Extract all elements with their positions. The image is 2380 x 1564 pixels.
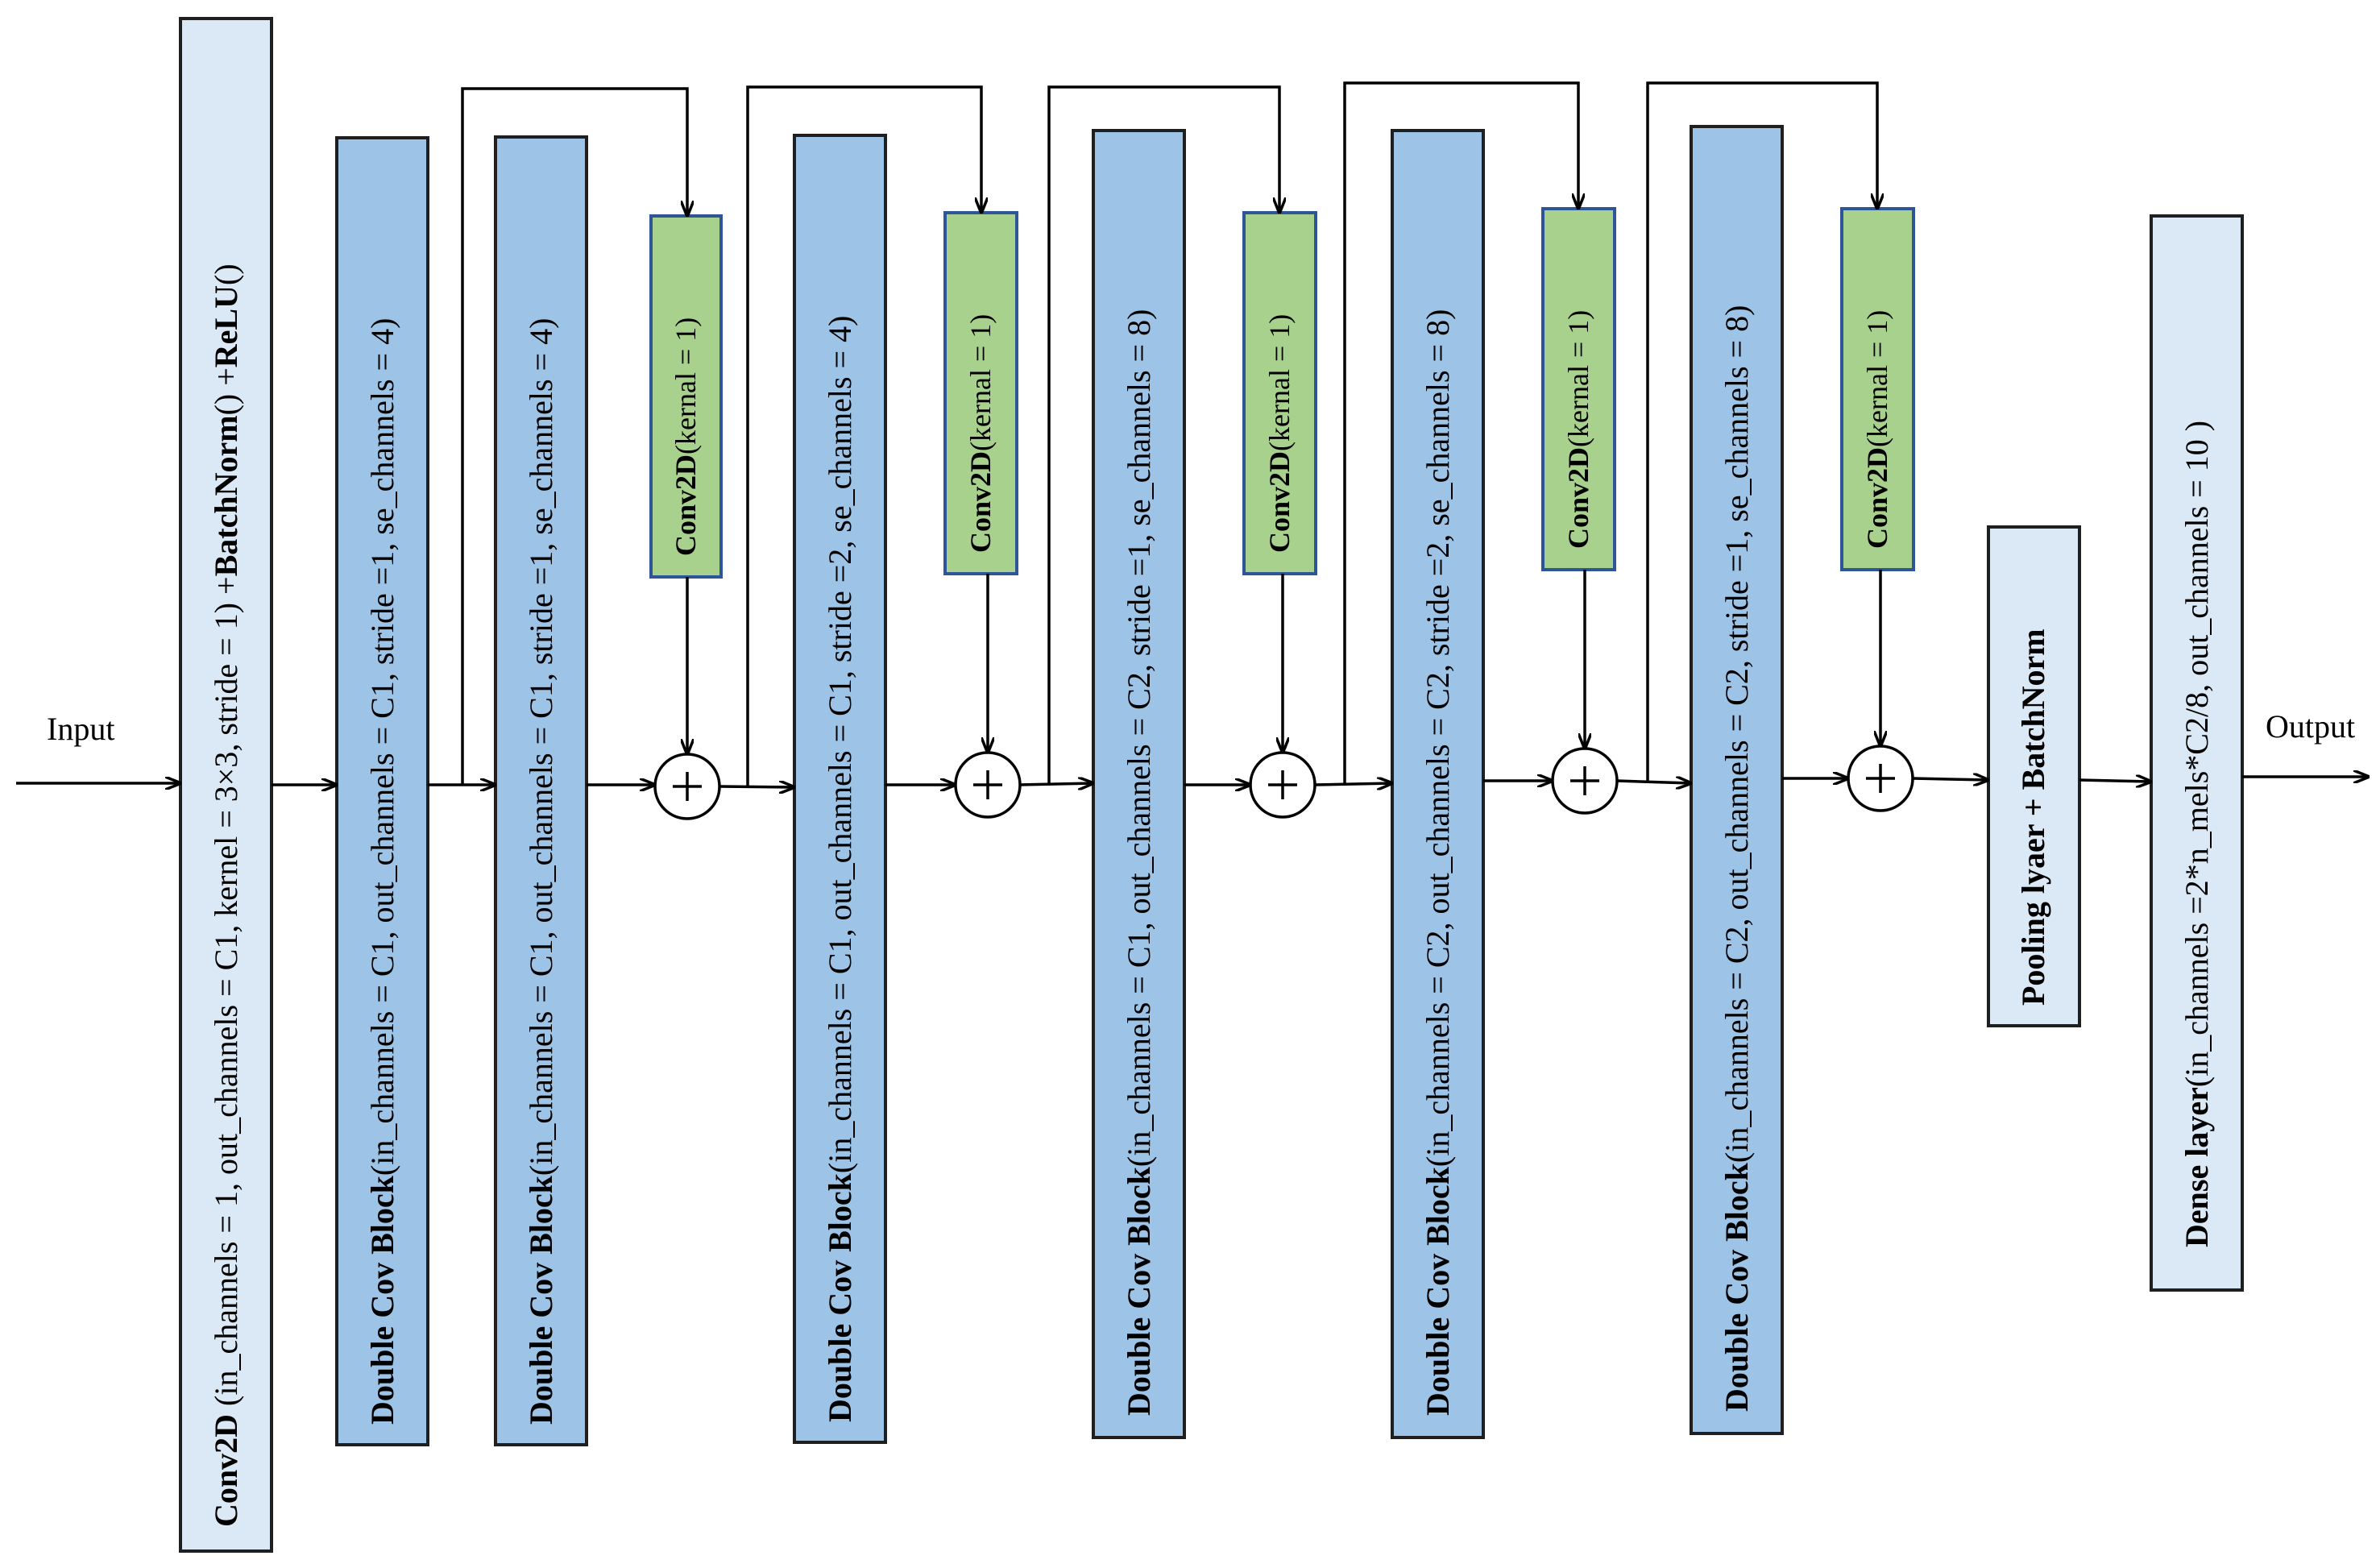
svg-text:Conv2D (in_channels = 1, out_c: Conv2D (in_channels = 1, out_channels = … — [208, 263, 244, 1527]
main-flow-arrows — [16, 777, 2369, 787]
conv2d-shortcut-1: Conv2D(kernal = 1) — [649, 214, 723, 579]
svg-text:Pooling lyaer + BatchNorm: Pooling lyaer + BatchNorm — [2015, 629, 2051, 1006]
svg-text:Conv2D(kernal = 1): Conv2D(kernal = 1) — [670, 317, 702, 556]
svg-text:Double Cov Block(in_channels =: Double Cov Block(in_channels = C2, out_c… — [1420, 309, 1456, 1416]
double-cov-block-6: Double Cov Block(in_channels = C2, out_c… — [1690, 125, 1784, 1435]
input-label: Input — [47, 711, 114, 747]
double-cov-block-5: Double Cov Block(in_channels = C2, out_c… — [1391, 129, 1485, 1439]
svg-text:Double Cov Block(in_channels =: Double Cov Block(in_channels = C2, out_c… — [1719, 305, 1755, 1412]
svg-text:Conv2D(kernal = 1): Conv2D(kernal = 1) — [1861, 310, 1893, 549]
svg-text:Double Cov Block(in_channels =: Double Cov Block(in_channels = C1, out_c… — [523, 318, 559, 1425]
svg-text:Double Cov Block(in_channels =: Double Cov Block(in_channels = C1, out_c… — [364, 318, 400, 1425]
double-cov-block-2: Double Cov Block(in_channels = C1, out_c… — [494, 135, 588, 1446]
svg-text:Conv2D(kernal = 1): Conv2D(kernal = 1) — [964, 314, 997, 553]
output-label: Output — [2266, 708, 2355, 745]
conv2d-input-layer: Conv2D (in_channels = 1, out_channels = … — [179, 17, 273, 1553]
shortcut-to-adder-arrows — [687, 570, 1880, 754]
double-cov-block-4: Double Cov Block(in_channels = C1, out_c… — [1092, 129, 1186, 1439]
conv2d-shortcut-2: Conv2D(kernal = 1) — [943, 211, 1018, 575]
conv2d-shortcut-4: Conv2D(kernal = 1) — [1541, 207, 1616, 571]
double-cov-block-1: Double Cov Block(in_channels = C1, out_c… — [335, 136, 429, 1446]
adder-1 — [653, 753, 721, 820]
double-cov-block-3: Double Cov Block(in_channels = C1, out_c… — [793, 134, 887, 1444]
adder-5 — [1847, 745, 1914, 812]
svg-text:Double Cov Block(in_channels =: Double Cov Block(in_channels = C1, out_c… — [822, 316, 858, 1422]
adder-2 — [954, 751, 1022, 819]
conv2d-shortcut-3: Conv2D(kernal = 1) — [1242, 211, 1317, 575]
pooling-layer: Pooling lyaer + BatchNorm — [1987, 525, 2081, 1027]
adder-4 — [1551, 747, 1619, 815]
svg-text:Dense layer(in_channels =2*n_m: Dense layer(in_channels =2*n_mels*C2/8, … — [2179, 421, 2215, 1247]
adder-3 — [1249, 751, 1316, 819]
conv2d-shortcut-5: Conv2D(kernal = 1) — [1840, 207, 1915, 571]
svg-text:Conv2D(kernal = 1): Conv2D(kernal = 1) — [1562, 310, 1594, 549]
svg-text:Double Cov Block(in_channels =: Double Cov Block(in_channels = C1, out_c… — [1121, 309, 1157, 1416]
svg-text:Conv2D(kernal = 1): Conv2D(kernal = 1) — [1263, 314, 1296, 553]
skip-connections — [461, 81, 1877, 786]
dense-layer: Dense layer(in_channels =2*n_mels*C2/8, … — [2150, 214, 2244, 1292]
